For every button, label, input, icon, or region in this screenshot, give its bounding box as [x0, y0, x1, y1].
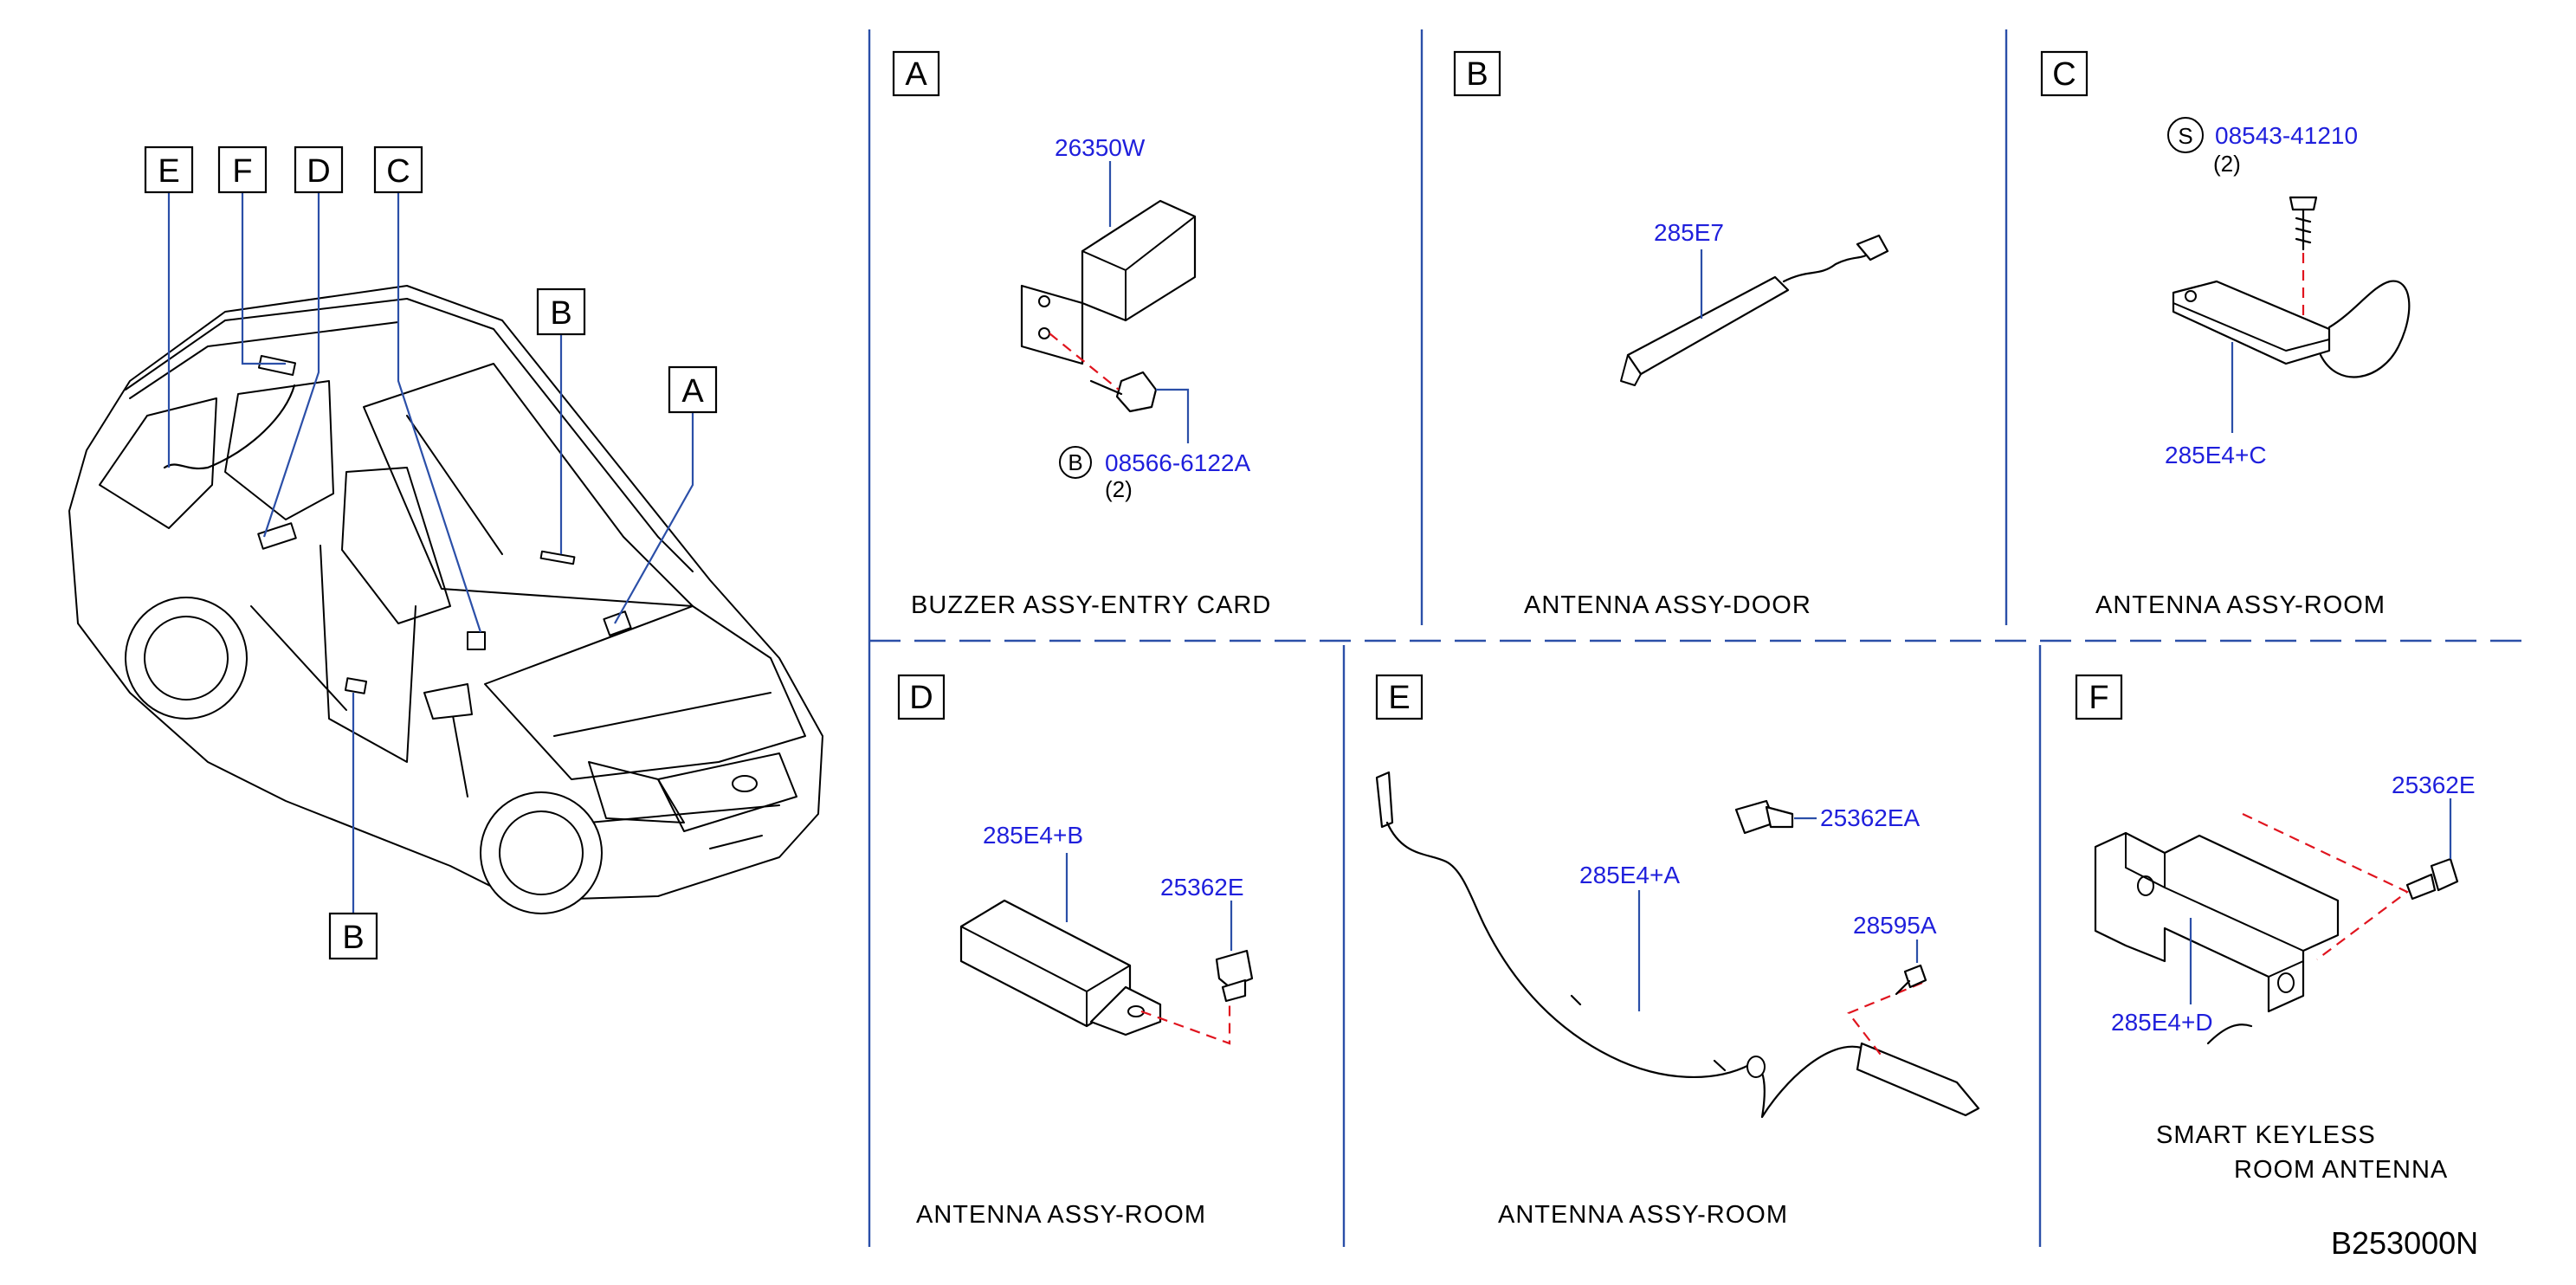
svg-text:B: B	[550, 295, 571, 332]
svg-text:BUZZER ASSY-ENTRY CARD: BUZZER ASSY-ENTRY CARD	[911, 591, 1271, 619]
callout-E: E	[144, 145, 194, 194]
callout-D: D	[294, 145, 344, 194]
svg-text:ANTENNA ASSY-ROOM: ANTENNA ASSY-ROOM	[916, 1201, 1206, 1229]
svg-text:25362E: 25362E	[2392, 772, 2476, 798]
panel-F: F 25362E 285E4+D SMART KEYLESS ROOM ANTE…	[2075, 674, 2476, 1184]
svg-text:ANTENNA ASSY-DOOR: ANTENNA ASSY-DOOR	[1524, 591, 1811, 619]
svg-text:28595A: 28595A	[1853, 912, 1937, 939]
svg-text:25362E: 25362E	[1160, 874, 1244, 901]
diagram-code: B253000N	[2331, 1225, 2478, 1261]
svg-text:B: B	[1466, 56, 1488, 93]
callout-F: F	[217, 145, 268, 194]
svg-text:285E4+B: 285E4+B	[983, 822, 1083, 849]
svg-text:(2): (2)	[2213, 151, 2241, 177]
callout-B-bottom: B	[328, 912, 378, 960]
svg-text:F: F	[2089, 680, 2108, 716]
svg-text:C: C	[386, 153, 410, 190]
callout-C: C	[373, 145, 423, 194]
svg-text:285E4+C: 285E4+C	[2165, 442, 2267, 468]
panel-dividers	[868, 29, 2524, 1247]
svg-text:A: A	[681, 373, 704, 410]
svg-text:285E4+D: 285E4+D	[2111, 1009, 2213, 1036]
svg-text:C: C	[2052, 56, 2076, 93]
panel-C: C S 08543-41210 (2) 285E4+C ANTENNA ASSY…	[2040, 50, 2411, 619]
svg-text:285E4+A: 285E4+A	[1579, 862, 1680, 888]
panel-E: E 25362EA 28595A 285E4+A ANTENNA ASSY-RO…	[1375, 674, 1980, 1229]
svg-text:SMART KEYLESS: SMART KEYLESS	[2156, 1121, 2376, 1149]
svg-text:F: F	[232, 153, 252, 190]
svg-text:ANTENNA ASSY-ROOM: ANTENNA ASSY-ROOM	[2095, 591, 2386, 619]
svg-text:D: D	[307, 153, 330, 190]
panel-B: B 285E7 ANTENNA ASSY-DOOR	[1453, 50, 1889, 619]
callout-A: A	[668, 365, 718, 414]
svg-text:S: S	[2178, 123, 2192, 149]
svg-text:ANTENNA ASSY-ROOM: ANTENNA ASSY-ROOM	[1498, 1201, 1788, 1229]
svg-text:D: D	[909, 680, 933, 716]
svg-text:26350W: 26350W	[1055, 134, 1146, 161]
svg-text:25362EA: 25362EA	[1820, 804, 1921, 831]
panel-A: A 26350W B 08566-6122A (2) BUZZER ASSY-E…	[892, 50, 1271, 619]
svg-text:A: A	[905, 56, 927, 93]
callout-B-top: B	[536, 287, 586, 336]
svg-text:E: E	[1388, 680, 1410, 716]
svg-text:08543-41210: 08543-41210	[2215, 122, 2358, 149]
overview-leaders	[167, 192, 694, 914]
panel-D: D 285E4+B 25362E ANTENNA ASSY-ROOM	[897, 674, 1254, 1229]
vehicle-overview	[68, 285, 823, 914]
svg-text:B: B	[342, 920, 364, 956]
svg-text:285E7: 285E7	[1654, 219, 1724, 246]
svg-text:B: B	[1068, 449, 1082, 475]
svg-text:ROOM ANTENNA: ROOM ANTENNA	[2234, 1156, 2448, 1184]
svg-text:E: E	[158, 153, 179, 190]
svg-text:08566-6122A: 08566-6122A	[1105, 449, 1250, 476]
svg-text:(2): (2)	[1105, 476, 1133, 502]
